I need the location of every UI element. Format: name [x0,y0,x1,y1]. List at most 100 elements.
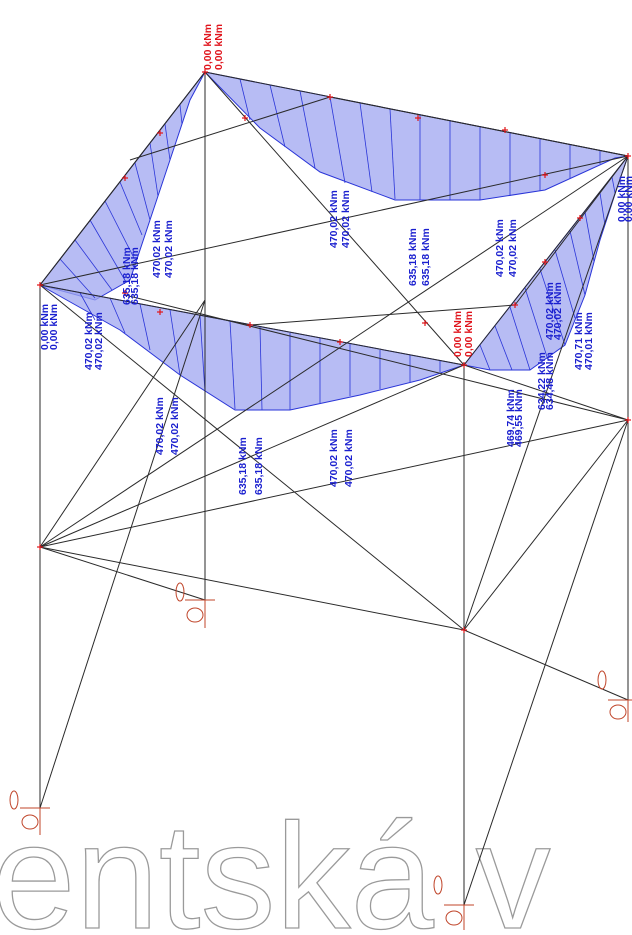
brace [39,299,206,809]
label-zero: 0,00 kNm [452,311,464,357]
node [461,627,467,633]
hatch-line [134,162,151,221]
moment-label: 470,02 kNm [328,190,340,248]
hatch-line [179,104,183,125]
brace [204,71,465,366]
moment-label: 470,02 kNm [507,219,519,277]
hatch-line [89,219,127,283]
label-zero: 0,00 kNm [48,304,60,350]
node [37,282,43,288]
supports [9,582,632,930]
node [202,69,208,75]
brace [463,364,629,421]
hatch-line [554,249,576,319]
hatch-line [119,181,143,236]
moment-label: 470,02 kNm [328,429,340,487]
node [37,544,43,550]
node [337,339,343,345]
hatch-line [109,297,126,334]
node [242,115,248,121]
node [157,130,163,136]
label-zero: 0,00 kNm [463,311,475,357]
moment-diagram-back-beam [203,71,629,201]
nodes [37,69,631,633]
brace [129,96,331,161]
hatch-line [79,292,96,321]
node [502,127,508,133]
brace [329,96,629,157]
label-zero: 0,00 kNm [39,304,51,350]
label-zero: 0,00 kNm [213,24,225,70]
pinned-support [9,790,50,835]
pinned-support [597,670,632,722]
moment-label: 469,74 kNm [505,389,517,447]
moment-label: 470,02 kNm [93,312,105,370]
node [247,322,253,328]
hatch-line [164,123,171,161]
hatch-line [139,303,151,351]
node [512,302,518,308]
moment-label: 470,01 kNm [583,312,595,370]
hatch-line [329,96,346,184]
node [415,115,421,121]
label-zero: 0,00 kNm [202,24,214,70]
watermark: entská v [0,791,551,935]
hatch-line [74,239,113,291]
moment-label: 635,18 kNm [237,437,249,495]
hatch-line [259,326,263,411]
moment-label: 470,02 kNm [552,282,564,340]
node [625,153,631,159]
moment-label: 470,02 kNm [83,312,95,370]
beam [463,419,629,631]
beam [463,155,629,366]
brace [39,155,629,286]
label-zero: 0,00 kNm [623,176,632,222]
brace [463,419,629,906]
node [542,172,548,178]
moment-label: 634,48 kNm [544,352,556,410]
beam [39,546,465,631]
hatch-line [494,325,513,371]
moment-label: 470,02 kNm [169,397,181,455]
moment-label: 470,02 kNm [544,282,556,340]
hatch-line [59,258,96,299]
moment-label: 470,02 kNm [163,220,175,278]
moment-label: 635,18 kNm [420,228,432,286]
moment-labels: 0,00 kNm 0,00 kNm 0,00 kNm 0,00 kNm 0,00… [39,24,632,495]
brace [463,629,629,701]
hatch-line [569,230,586,296]
moment-label: 470,02 kNm [343,429,355,487]
brace [39,299,206,548]
beam [39,419,629,548]
moment-label: 470,02 kNm [154,397,166,455]
moment-label: 634,22 kNm [536,352,548,410]
hatch-line [389,108,396,200]
node [157,309,163,315]
hatch-line [584,211,595,262]
pinned-support [433,875,474,930]
brace [514,155,629,306]
hatch-line [479,344,491,371]
node [461,362,467,368]
node [327,94,333,100]
node [577,215,583,221]
node [122,175,128,181]
brace [39,284,465,631]
moment-label: 635,18 kNm [121,247,133,305]
hatch-line [149,142,159,197]
brace [249,304,516,326]
hatch-line [169,309,181,376]
hatch-line [199,315,206,393]
node [625,417,631,423]
frame-members [39,71,629,906]
hatch-line [599,192,606,226]
hatch-line [229,320,236,410]
hatch-line [611,176,616,194]
moment-label: 470,02 kNm [340,190,352,248]
node [422,320,428,326]
hatch-line [359,102,373,193]
node [122,290,128,296]
hatch-line [269,84,286,148]
moment-label: 470,71 kNm [573,312,585,370]
